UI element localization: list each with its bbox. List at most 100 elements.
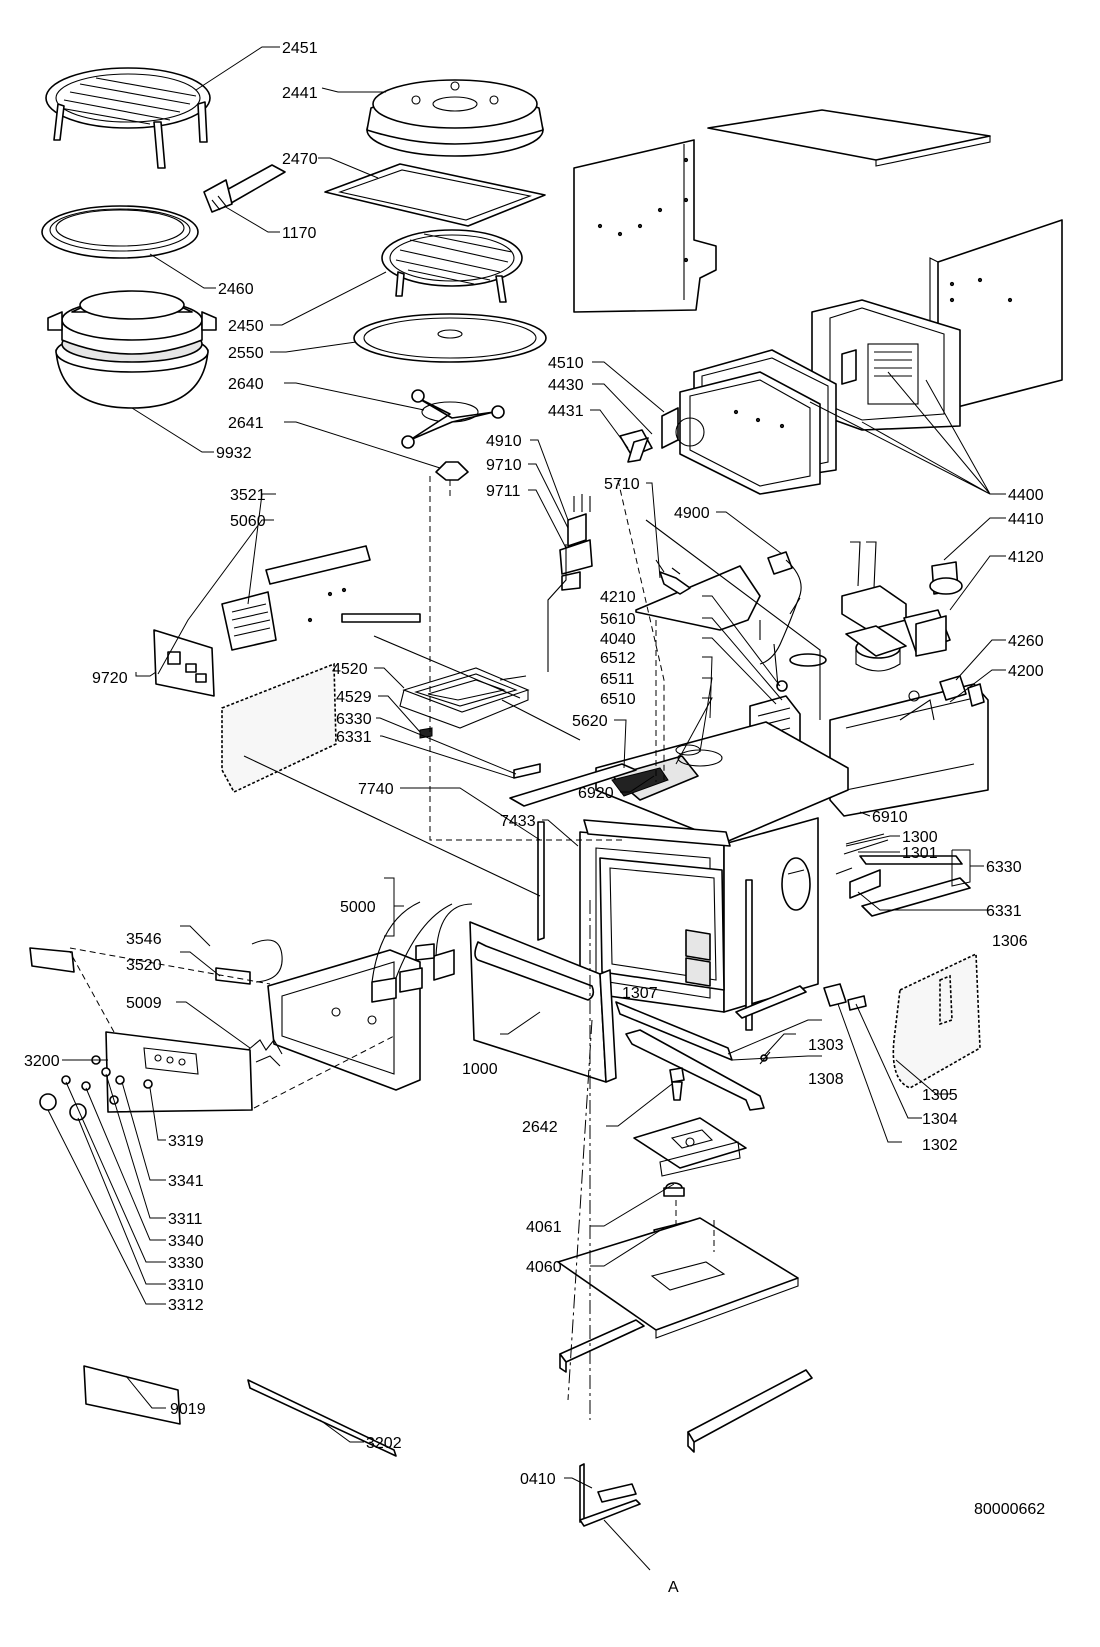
callout-4061: 4061: [526, 1219, 562, 1236]
cavity-back-wall: [811, 299, 961, 431]
callout-9932: 9932: [216, 445, 252, 462]
bracket-5710: [635, 559, 761, 631]
fan-motor-4410: [841, 541, 963, 631]
callout-2642: 2642: [522, 1119, 558, 1136]
callout-3202: 3202: [366, 1435, 402, 1452]
callout-6330-a: 6330: [336, 711, 372, 728]
callout-2451: 2451: [282, 40, 318, 57]
callout-2470: 2470: [282, 151, 318, 168]
leader-lines: [47, 46, 1006, 1571]
callout-1303: 1303: [808, 1037, 844, 1054]
callout-1302: 1302: [922, 1137, 958, 1154]
callout-labels: 2451 2441 2470 1170 2460 2450 2550 2640 …: [24, 40, 1045, 1596]
callout-1308: 1308: [808, 1071, 844, 1088]
trim-strip-9019: [83, 1365, 181, 1425]
baking-dish-2441: [366, 79, 544, 157]
callout-2641: 2641: [228, 415, 264, 432]
roller-ring-2640: [401, 389, 505, 449]
round-rack-2450: [381, 229, 523, 303]
interlock-switches-4910: [559, 494, 593, 591]
callout-3546: 3546: [126, 931, 162, 948]
callout-6910: 6910: [872, 809, 908, 826]
callout-3319: 3319: [168, 1133, 204, 1150]
hinge-parts-1304: [759, 983, 867, 1065]
drawing-number: 80000662: [974, 1501, 1045, 1518]
callout-1301: 1301: [902, 845, 938, 862]
fan-motor-4510: [619, 407, 705, 463]
callout-2450: 2450: [228, 318, 264, 335]
hinge-1303: [615, 985, 807, 1061]
switch-bracket-1306: [835, 833, 971, 917]
callout-1300: 1300: [902, 829, 938, 846]
base-plate: [557, 1217, 799, 1339]
insulation-panel-left: [221, 662, 337, 794]
callout-4260: 4260: [1008, 633, 1044, 650]
capacitor-bracket-4200: [829, 675, 989, 817]
callout-1304: 1304: [922, 1111, 958, 1128]
callout-9019: 9019: [170, 1401, 206, 1418]
callout-6331-b: 6331: [986, 903, 1022, 920]
insulation-panel-right: [892, 952, 981, 1089]
callout-4529: 4529: [336, 689, 372, 706]
callout-5710: 5710: [604, 476, 640, 493]
callout-3521: 3521: [230, 487, 266, 504]
callout-1306: 1306: [992, 933, 1028, 950]
grill-heater-4520: [399, 667, 530, 729]
base-rails: [559, 1319, 813, 1453]
callout-7740: 7740: [358, 781, 394, 798]
cavity-top-6920: [595, 721, 849, 843]
callout-2460: 2460: [218, 281, 254, 298]
callout-5000: 5000: [340, 899, 376, 916]
callout-3200: 3200: [24, 1053, 60, 1070]
label-3520: [215, 967, 251, 985]
bracket-6330-upper: [513, 763, 541, 779]
callout-5009: 5009: [126, 995, 162, 1012]
rod-7740: [537, 821, 753, 1031]
callout-6920: 6920: [578, 785, 614, 802]
callout-4120: 4120: [1008, 549, 1044, 566]
knob-3312: [39, 1055, 153, 1121]
round-rack-2451: [45, 67, 211, 169]
turntable-plate-2550: [353, 313, 547, 363]
callout-5620: 5620: [572, 713, 608, 730]
callout-1000: 1000: [462, 1061, 498, 1078]
callout-3520: 3520: [126, 957, 162, 974]
callout-6510: 6510: [600, 691, 636, 708]
callout-2640: 2640: [228, 376, 264, 393]
door-seal-frames: [679, 349, 837, 495]
callout-6511: 6511: [600, 671, 635, 688]
callout-4400: 4400: [1008, 487, 1044, 504]
callout-3330: 3330: [168, 1255, 204, 1272]
callout-6331-a: 6331: [336, 729, 372, 746]
callout-4431: 4431: [548, 403, 584, 420]
round-plate-2460: [41, 205, 199, 259]
rail-upper: [625, 1029, 765, 1111]
thermostat-4900: [759, 551, 802, 665]
heater-bracket-3521: [221, 545, 421, 651]
callout-5610: 5610: [600, 611, 636, 628]
callout-4910: 4910: [486, 433, 522, 450]
spacer-2642: [669, 1067, 685, 1101]
trim-piece-left: [29, 947, 75, 973]
callout-9720: 9720: [92, 670, 128, 687]
callout-2550: 2550: [228, 345, 264, 362]
door-glass: [599, 857, 725, 991]
callout-4040: 4040: [600, 631, 636, 648]
callout-5060: 5060: [230, 513, 266, 530]
callout-4430: 4430: [548, 377, 584, 394]
door-1000: [469, 921, 617, 1083]
callout-3312: 3312: [168, 1297, 204, 1314]
cable-3546: [251, 939, 283, 983]
baking-tray-2470: [324, 163, 546, 227]
callout-4200: 4200: [1008, 663, 1044, 680]
callout-1170: 1170: [282, 225, 317, 242]
callout-3311: 3311: [168, 1211, 203, 1228]
callout-1305: 1305: [922, 1087, 958, 1104]
detail-marker-a: A: [668, 1579, 679, 1596]
rail-5620: [509, 763, 637, 807]
steamer-set-9932: [47, 290, 217, 409]
callout-3341: 3341: [168, 1173, 204, 1190]
transformer-4120: [845, 609, 951, 672]
top-cover-panel: [707, 109, 991, 167]
